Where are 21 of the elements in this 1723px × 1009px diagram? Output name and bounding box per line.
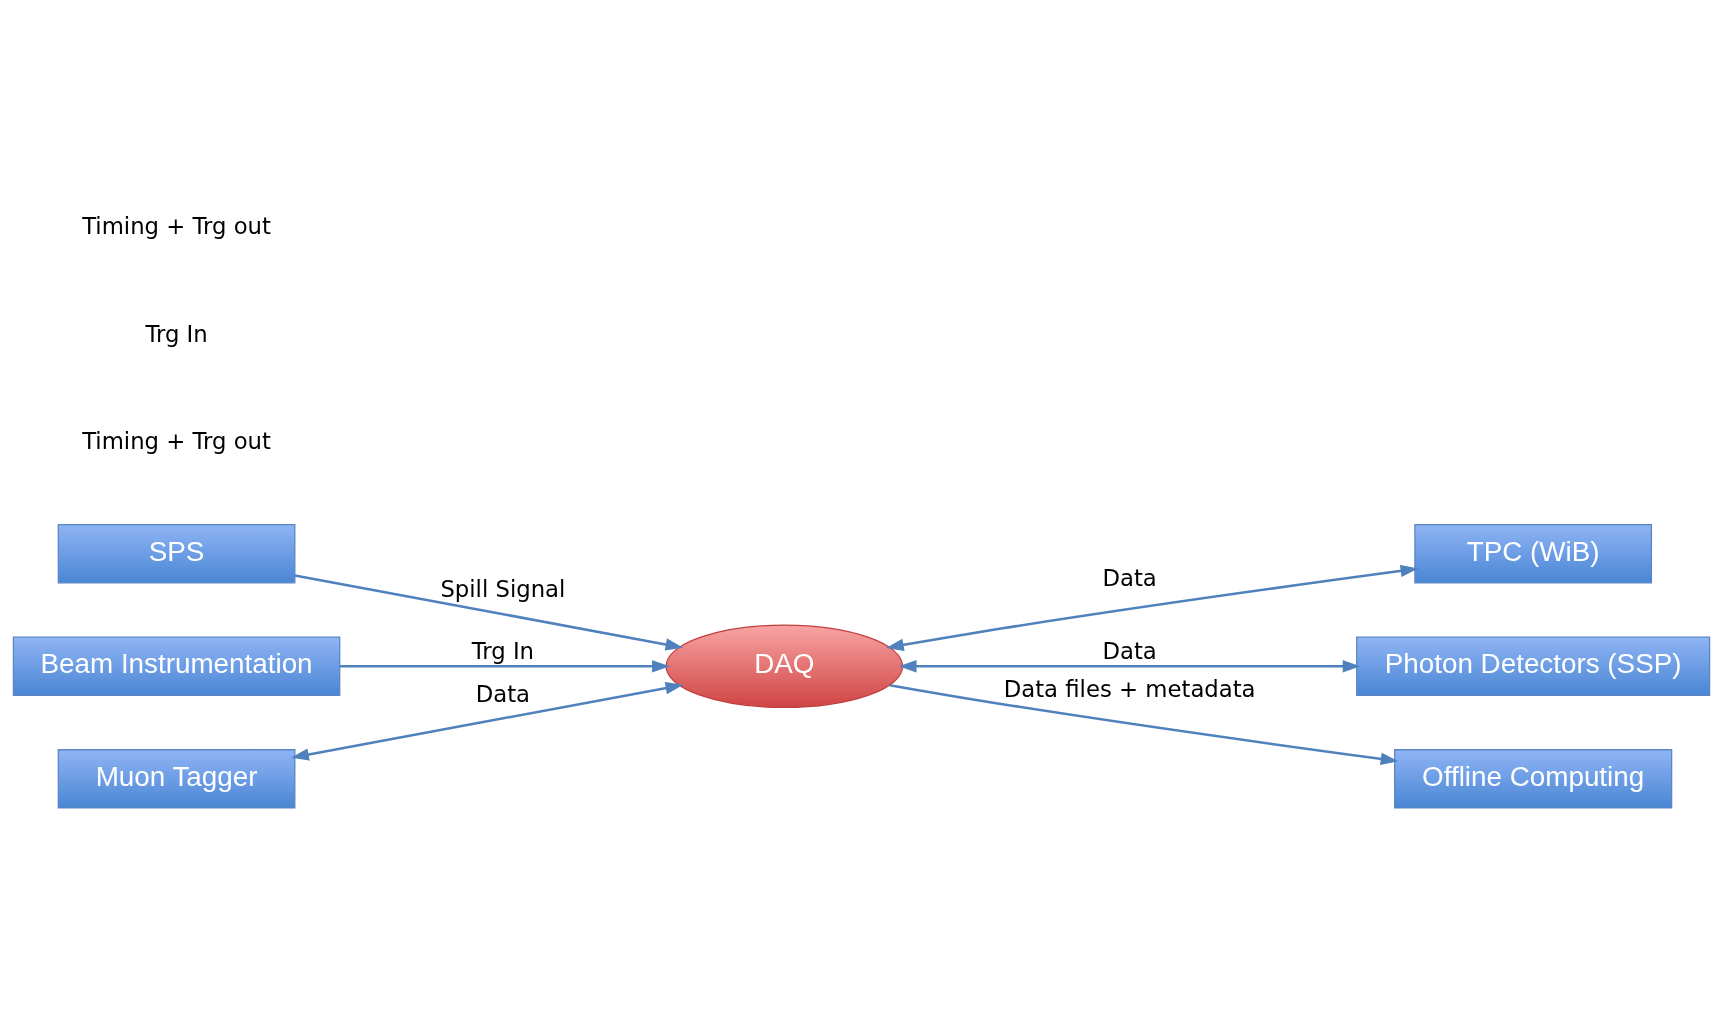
arrow: [889, 683, 1399, 765]
arrow: [294, 573, 684, 651]
arrow: [291, 681, 684, 761]
arrow: [340, 659, 670, 672]
arrow: [886, 564, 1419, 651]
edge-label: Spill Signal: [440, 575, 566, 602]
edge-label: Data: [1102, 637, 1157, 664]
node-box: TPC (WiB): [1414, 523, 1653, 583]
node-box: Beam Instrumentation: [12, 636, 341, 696]
node-box: SPS: [57, 523, 296, 583]
edge-label: Data files + metadata: [1003, 675, 1256, 702]
node-box: Muon Tagger: [57, 748, 296, 809]
label: Trg In: [145, 320, 208, 347]
edge-label: Trg In: [471, 637, 535, 664]
edge-label: Data: [475, 680, 531, 707]
node-box: Offline Computing: [1394, 748, 1673, 809]
arrow: [898, 659, 1361, 672]
label: Timing + Trg out: [82, 212, 271, 239]
label: Timing + Trg out: [82, 427, 271, 454]
edge-label: Data: [1102, 564, 1157, 591]
node-box: Photon Detectors (SSP): [1356, 636, 1711, 696]
